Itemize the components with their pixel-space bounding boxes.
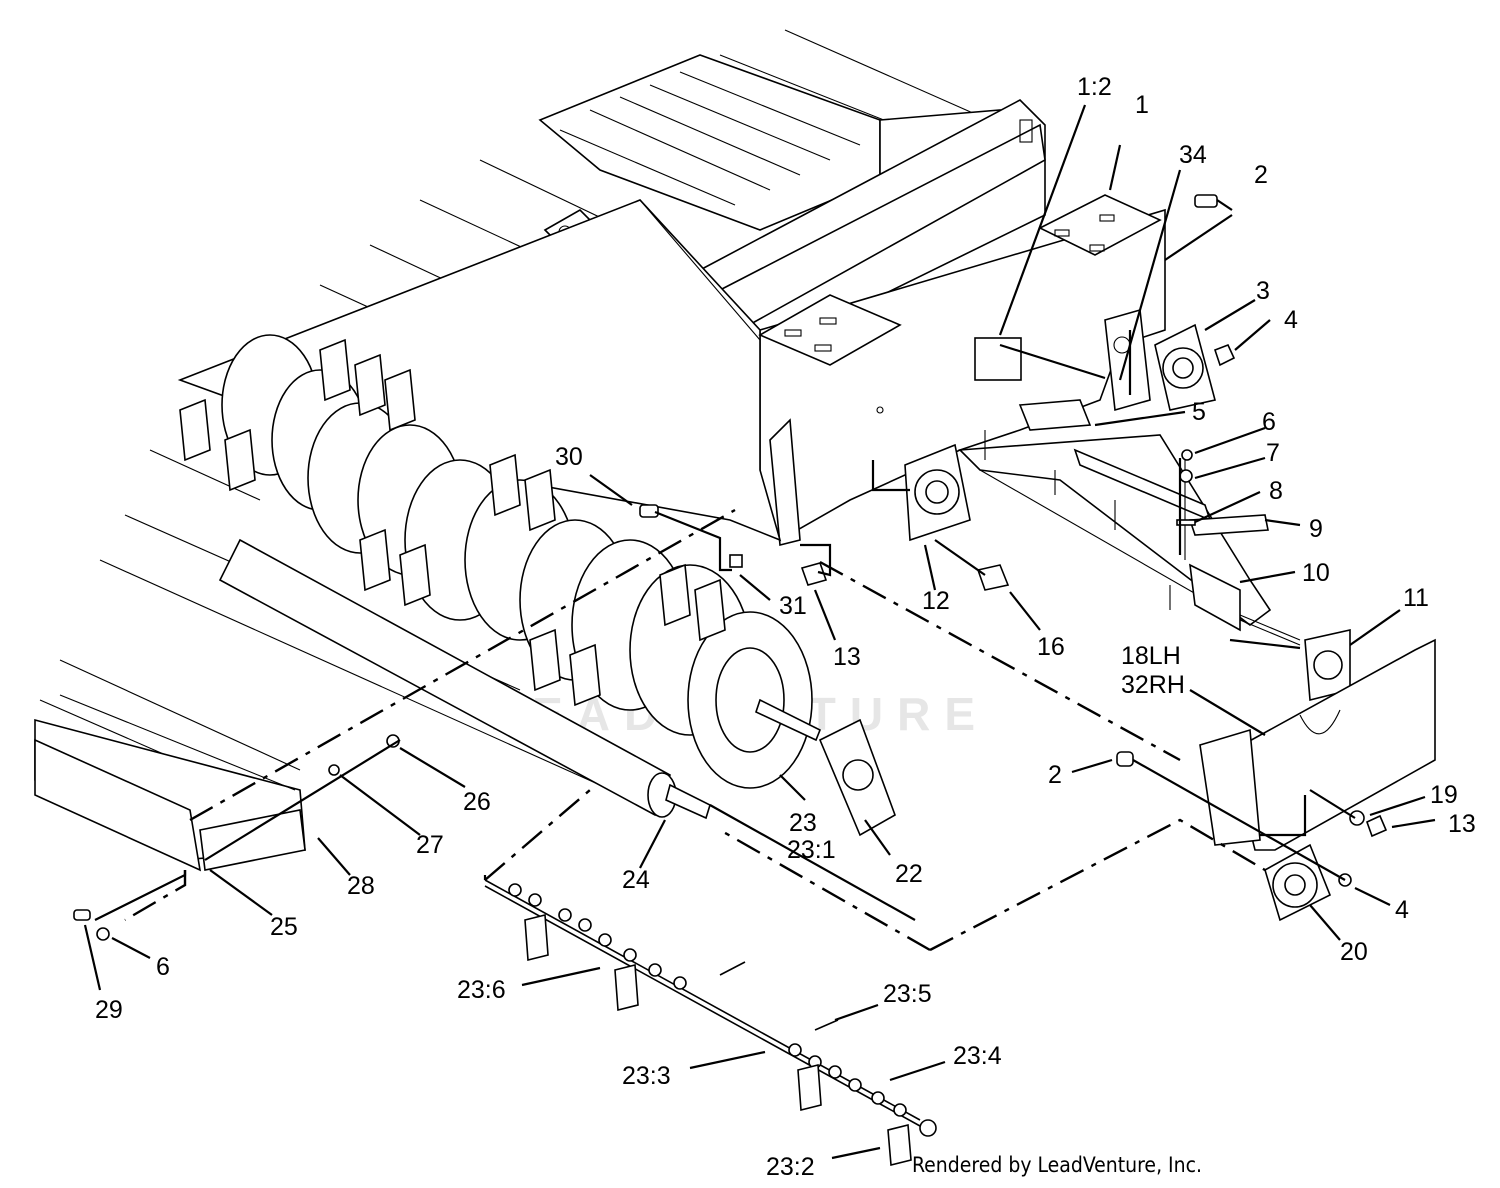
label-7: 7 [1266, 439, 1280, 467]
bolt-2-top [1194, 194, 1233, 211]
label-24: 24 [622, 866, 650, 894]
label-23-3: 23:3 [622, 1062, 671, 1090]
label-16: 16 [1037, 633, 1065, 661]
label-23: 23 [789, 809, 817, 837]
channel-25-28 [34, 694, 306, 872]
housing [177, 99, 1166, 547]
flange-11 [1304, 629, 1351, 702]
label-6-top: 6 [1262, 408, 1276, 436]
label-34: 34 [1179, 141, 1207, 169]
label-26: 26 [463, 788, 491, 816]
credit-text: Rendered by LeadVenture, Inc. [912, 1153, 1202, 1177]
label-25: 25 [270, 913, 298, 941]
label-10: 10 [1302, 559, 1330, 587]
leader-lines [83, 104, 1436, 1160]
flange-22 [818, 718, 896, 837]
label-12: 12 [922, 587, 950, 615]
label-23-2: 23:2 [766, 1153, 815, 1181]
side-panel-18LH-32RH [1199, 638, 1436, 851]
label-11: 11 [1403, 584, 1429, 612]
label-23-6: 23:6 [457, 976, 506, 1004]
label-19: 19 [1430, 781, 1458, 809]
washers-23-4 [788, 1043, 937, 1167]
label-4-bottom: 4 [1395, 896, 1409, 924]
shaft-23 [755, 698, 822, 742]
label-32RH: 32RH [1121, 671, 1185, 699]
label-3: 3 [1256, 277, 1270, 305]
label-28: 28 [347, 872, 375, 900]
label-23-4: 23:4 [953, 1042, 1002, 1070]
label-31: 31 [779, 592, 807, 620]
label-1: 1 [1135, 91, 1149, 119]
rail-assembly [958, 430, 1301, 646]
label-18LH: 18LH [1121, 642, 1181, 670]
label-29: 29 [95, 996, 123, 1024]
keys-23-5 [719, 961, 839, 1031]
label-20: 20 [1340, 938, 1368, 966]
label-1-2: 1:2 [1077, 73, 1112, 101]
flail-knives [179, 338, 726, 707]
label-13-right: 13 [1448, 810, 1476, 838]
label-2-top: 2 [1254, 161, 1268, 189]
label-5: 5 [1192, 398, 1206, 426]
callout-labels: 1:2 1 34 2 3 4 5 6 7 8 9 10 11 30 31 13 … [95, 73, 1476, 1181]
roller-24 [218, 538, 711, 820]
hardware-left [73, 734, 400, 941]
washers-23-6 [508, 883, 687, 1012]
label-27: 27 [416, 831, 444, 859]
label-9: 9 [1309, 515, 1323, 543]
rotor-shaft-23-3 [484, 879, 921, 1127]
connection-lines [94, 214, 1356, 921]
label-23-5: 23:5 [883, 980, 932, 1008]
assembly-lines [124, 508, 1266, 952]
label-22: 22 [895, 860, 923, 888]
label-6-bottom: 6 [156, 953, 170, 981]
bearing-12 [904, 443, 971, 542]
label-8: 8 [1269, 477, 1283, 505]
bolt-16 [976, 564, 1010, 591]
hardware-center [639, 449, 1196, 586]
nut-4-top [1213, 343, 1236, 367]
bearing-3 [1154, 323, 1216, 411]
label-30: 30 [555, 443, 583, 471]
label-23-1: 23:1 [787, 836, 836, 864]
label-13-mid: 13 [833, 643, 861, 671]
label-4-top: 4 [1284, 306, 1298, 334]
bearing-20 [1264, 843, 1332, 922]
label-2-mid: 2 [1048, 761, 1062, 789]
